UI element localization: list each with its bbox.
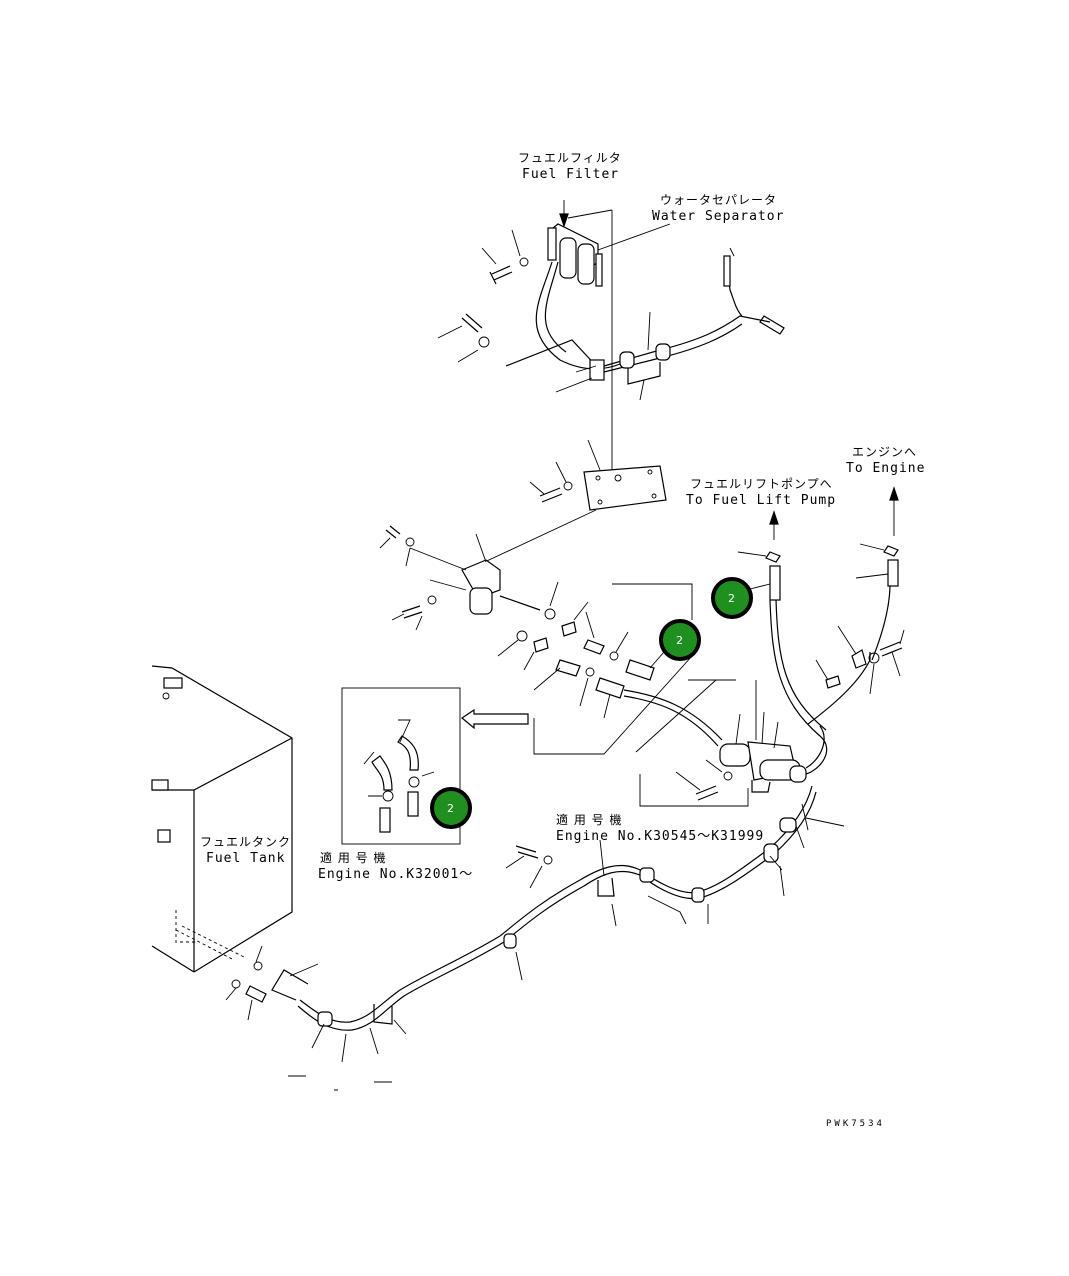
applicable-range-2-label-jp: 適 用 号 機 <box>320 850 386 865</box>
callout-labels: フュエルフィルタ Fuel Filter ウォータセパレータ Water Sep… <box>200 151 925 1129</box>
applicable-range-2-label-en: Engine No.K32001～ <box>318 867 473 882</box>
reference-badge: 2 <box>659 619 701 661</box>
to-fuel-lift-pump-label-jp: フュエルリフトポンプへ <box>690 477 833 491</box>
fuel-tank-label-en: Fuel Tank <box>206 851 285 866</box>
to-engine-label-en: To Engine <box>846 461 925 476</box>
drawing-code: PWK7534 <box>826 1119 885 1129</box>
reference-badge: 2 <box>430 787 472 829</box>
water-separator-label-jp: ウォータセパレータ <box>660 193 777 207</box>
reference-badge: 2 <box>711 577 753 619</box>
fuel-supply-line <box>225 785 845 1091</box>
fuel-filter-assembly <box>437 200 785 500</box>
reference-badge-text: 2 <box>447 802 454 815</box>
water-separator-label-en: Water Separator <box>652 209 784 224</box>
fuel-tank <box>151 665 293 973</box>
separator-valve-assembly <box>639 486 905 807</box>
applicable-range-1-label-jp: 適 用 号 機 <box>556 812 622 827</box>
bracket-plate <box>475 439 667 567</box>
reference-badge-text: 2 <box>728 592 735 605</box>
to-engine-label-jp: エンジンへ <box>852 445 917 459</box>
detail-leader <box>533 655 757 755</box>
strainer-assembly <box>379 525 589 671</box>
fuel-tank-label-jp: フュエルタンク <box>200 835 291 849</box>
reference-badge-text: 2 <box>676 634 683 647</box>
applicable-range-1-label-en: Engine No.K30545～K31999 <box>556 829 764 844</box>
fuel-filter-label-en: Fuel Filter <box>522 167 619 182</box>
detail-inset <box>341 687 529 845</box>
fuel-filter-label-jp: フュエルフィルタ <box>518 151 622 165</box>
to-fuel-lift-pump-label-en: To Fuel Lift Pump <box>686 493 836 508</box>
fitting-group <box>533 583 723 747</box>
